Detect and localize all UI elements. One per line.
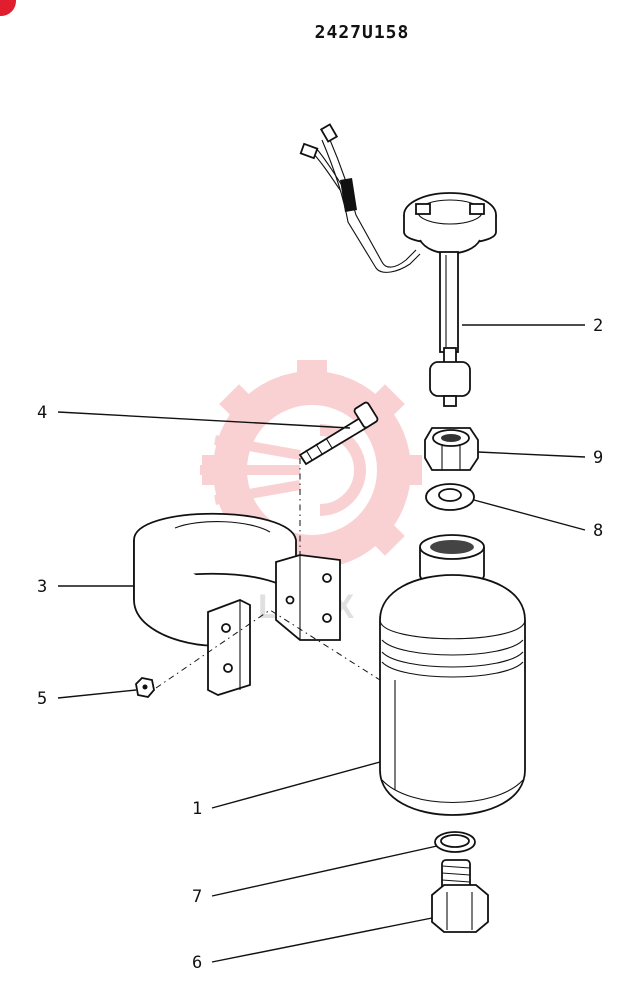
part-2-sender-unit xyxy=(299,123,497,407)
leader-lines xyxy=(57,324,586,963)
watermark-gear-logo xyxy=(200,360,422,580)
part-5-small-nut xyxy=(135,677,155,698)
callout-7: 7 xyxy=(192,887,202,907)
callout-1: 1 xyxy=(192,799,202,819)
callout-6: 6 xyxy=(192,953,202,973)
part-9-nut xyxy=(424,427,479,471)
part-3-clamp-band xyxy=(133,512,341,696)
callout-4: 4 xyxy=(37,403,47,423)
part-4-bolt xyxy=(298,401,379,466)
part-7-o-ring xyxy=(434,831,476,853)
diagram-title: 2427U158 xyxy=(315,22,410,43)
callout-5: 5 xyxy=(37,689,47,709)
callout-2: 2 xyxy=(593,316,603,336)
callout-8: 8 xyxy=(593,521,603,541)
callout-3: 3 xyxy=(37,577,47,597)
part-8-washer xyxy=(425,483,475,511)
callout-9: 9 xyxy=(593,448,603,468)
part-6-fitting xyxy=(431,859,489,933)
part-1-canister xyxy=(379,534,526,816)
